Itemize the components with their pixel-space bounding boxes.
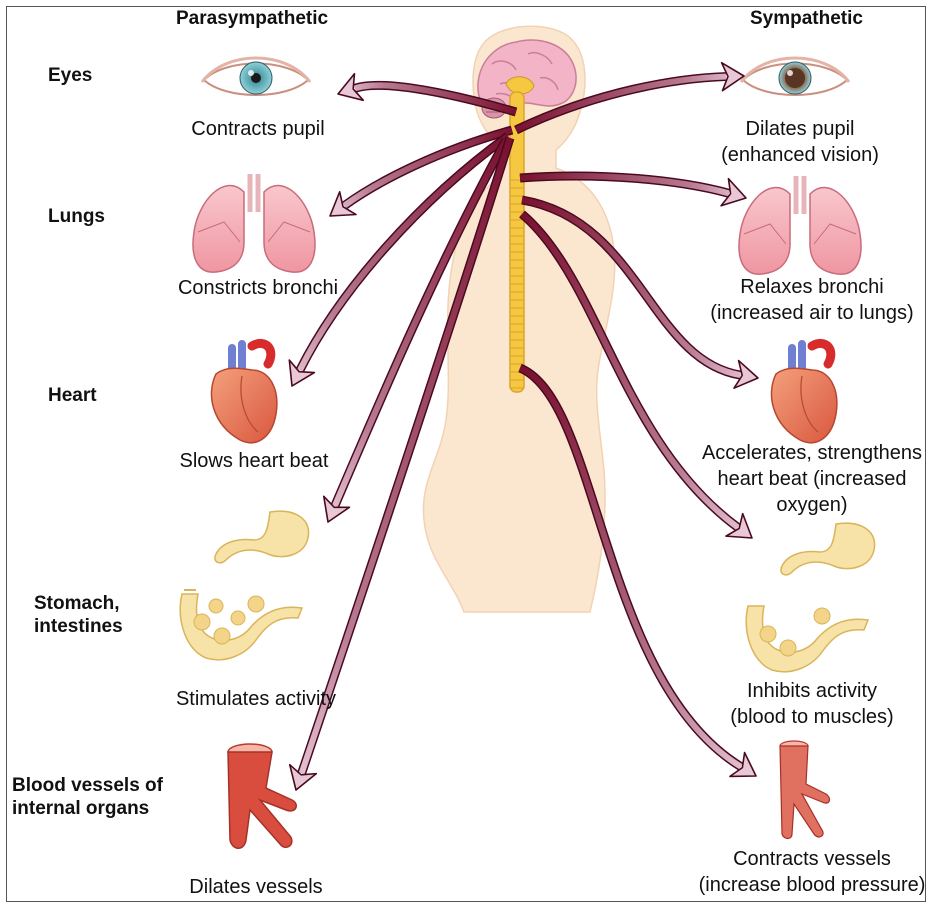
parasympathetic-effect-eyes: Contracts pupil [191,116,324,142]
blood-vessel-icon [780,741,829,839]
digestive-icon [746,523,874,672]
sympathetic-effect-lungs: Relaxes bronchi (increased air to lungs) [710,274,913,326]
lungs-icon [193,174,315,272]
sympathetic-effect-vessels: Contracts vessels (increase blood pressu… [699,846,926,898]
spinal-cord-icon [510,92,524,392]
organ-label-eyes: Eyes [48,64,92,87]
digestive-icon [180,511,308,660]
eye-icon [202,58,310,95]
lungs-icon [739,176,861,274]
organ-label-stomach-intestines: Stomach, intestines [34,592,123,638]
sympathetic-effect-heart: Accelerates, strengthens heart beat (inc… [702,440,922,518]
parasympathetic-effect-lungs: Constricts bronchi [178,275,338,301]
eye-icon [741,58,849,95]
parasympathetic-effect-heart: Slows heart beat [180,448,329,474]
organ-label-heart: Heart [48,384,97,407]
heart-icon [771,343,836,442]
organ-label-lungs: Lungs [48,205,105,228]
heart-icon [211,343,276,442]
parasympathetic-effect-stomach: Stimulates activity [176,686,336,712]
organ-label-blood-vessels: Blood vessels of internal organs [12,774,163,820]
sympathetic-header: Sympathetic [750,8,863,30]
sympathetic-effect-eyes: Dilates pupil (enhanced vision) [721,116,879,168]
sympathetic-effect-stomach: Inhibits activity (blood to muscles) [730,678,893,730]
blood-vessel-icon [228,744,296,848]
parasympathetic-header: Parasympathetic [176,8,328,30]
parasympathetic-effect-vessels: Dilates vessels [189,874,322,900]
